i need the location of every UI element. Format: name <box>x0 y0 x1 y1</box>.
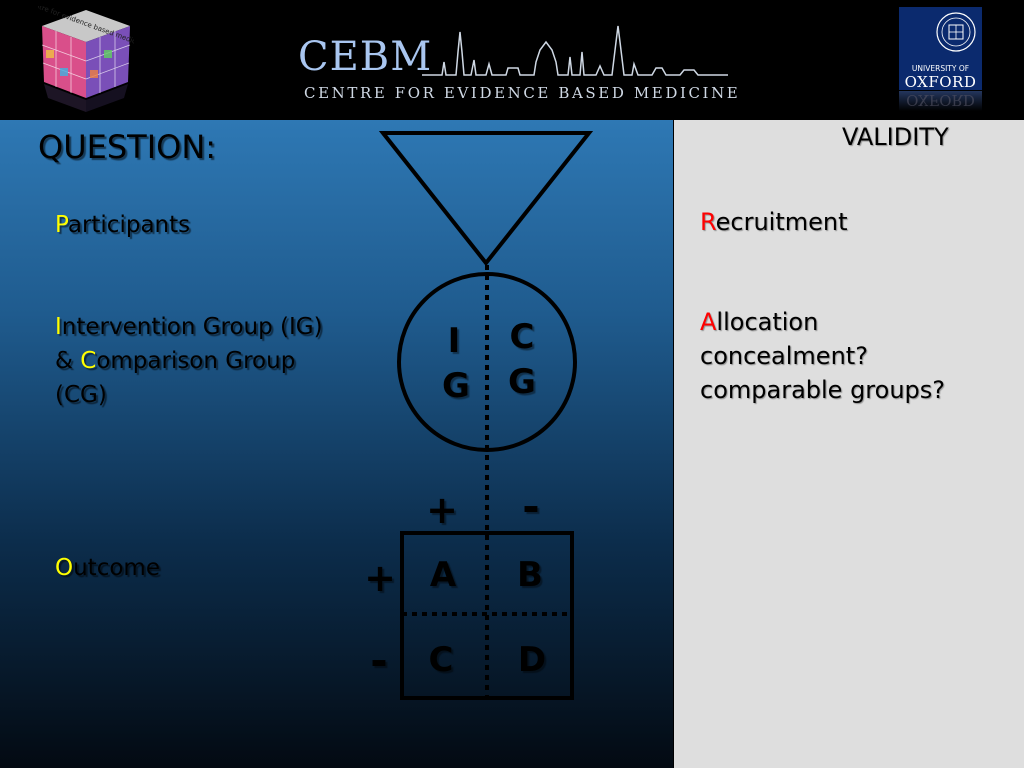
cebm-wordmark: CEBM <box>298 34 433 80</box>
comparison-initial: C <box>80 348 97 374</box>
outcome-label: Outcome <box>55 555 160 581</box>
oxford-crest-icon <box>936 12 976 52</box>
recruitment-label: Recruitment <box>700 208 848 236</box>
participants-label: Participants <box>55 212 190 238</box>
comparison-rest: omparison Group <box>96 348 296 374</box>
comparison-amp: & <box>55 348 81 374</box>
intervention-line: Intervention Group (IG) <box>55 310 385 344</box>
intervention-rest: ntervention Group (IG) <box>61 314 323 340</box>
oxford-name: OXFORD <box>904 73 977 91</box>
allocation-rest: llocation <box>716 308 819 336</box>
allocation-label: Allocation concealment? comparable group… <box>700 305 1000 407</box>
allocation-initial: A <box>700 308 717 336</box>
participants-rest: articipants <box>67 212 191 238</box>
comparison-cg: (CG) <box>55 382 107 408</box>
recruitment-initial: R <box>700 208 716 236</box>
question-title: QUESTION: <box>38 128 217 166</box>
validity-panel <box>674 120 1024 768</box>
allocation-concealment: concealment? <box>700 342 868 370</box>
comparison-line: & Comparison Group <box>55 344 385 378</box>
oxford-logo-reflection: OXFORD <box>899 91 982 111</box>
allocation-line: Allocation <box>700 305 1000 339</box>
allocation-comparable-groups: comparable groups? <box>700 376 946 404</box>
header-bar: centre for evidence based medicine CEBM … <box>0 0 1024 120</box>
cebm-cube-logo: centre for evidence based medicine <box>38 6 134 112</box>
oxford-reflection-text: OXFORD <box>906 91 975 109</box>
oxford-logo: UNIVERSITY OF OXFORD <box>899 7 982 91</box>
participants-initial: P <box>55 212 68 238</box>
oxford-skyline-icon <box>422 25 728 76</box>
recruitment-rest: ecruitment <box>715 208 848 236</box>
oxford-university-of: UNIVERSITY OF <box>911 64 970 73</box>
validity-title: VALIDITY <box>842 123 949 151</box>
intervention-comparison-label: Intervention Group (IG) & Comparison Gro… <box>55 310 385 412</box>
cebm-subtitle: CENTRE FOR EVIDENCE BASED MEDICINE <box>304 84 741 102</box>
outcome-initial: O <box>55 555 74 581</box>
intervention-initial: I <box>55 314 62 340</box>
outcome-rest: utcome <box>73 555 160 581</box>
